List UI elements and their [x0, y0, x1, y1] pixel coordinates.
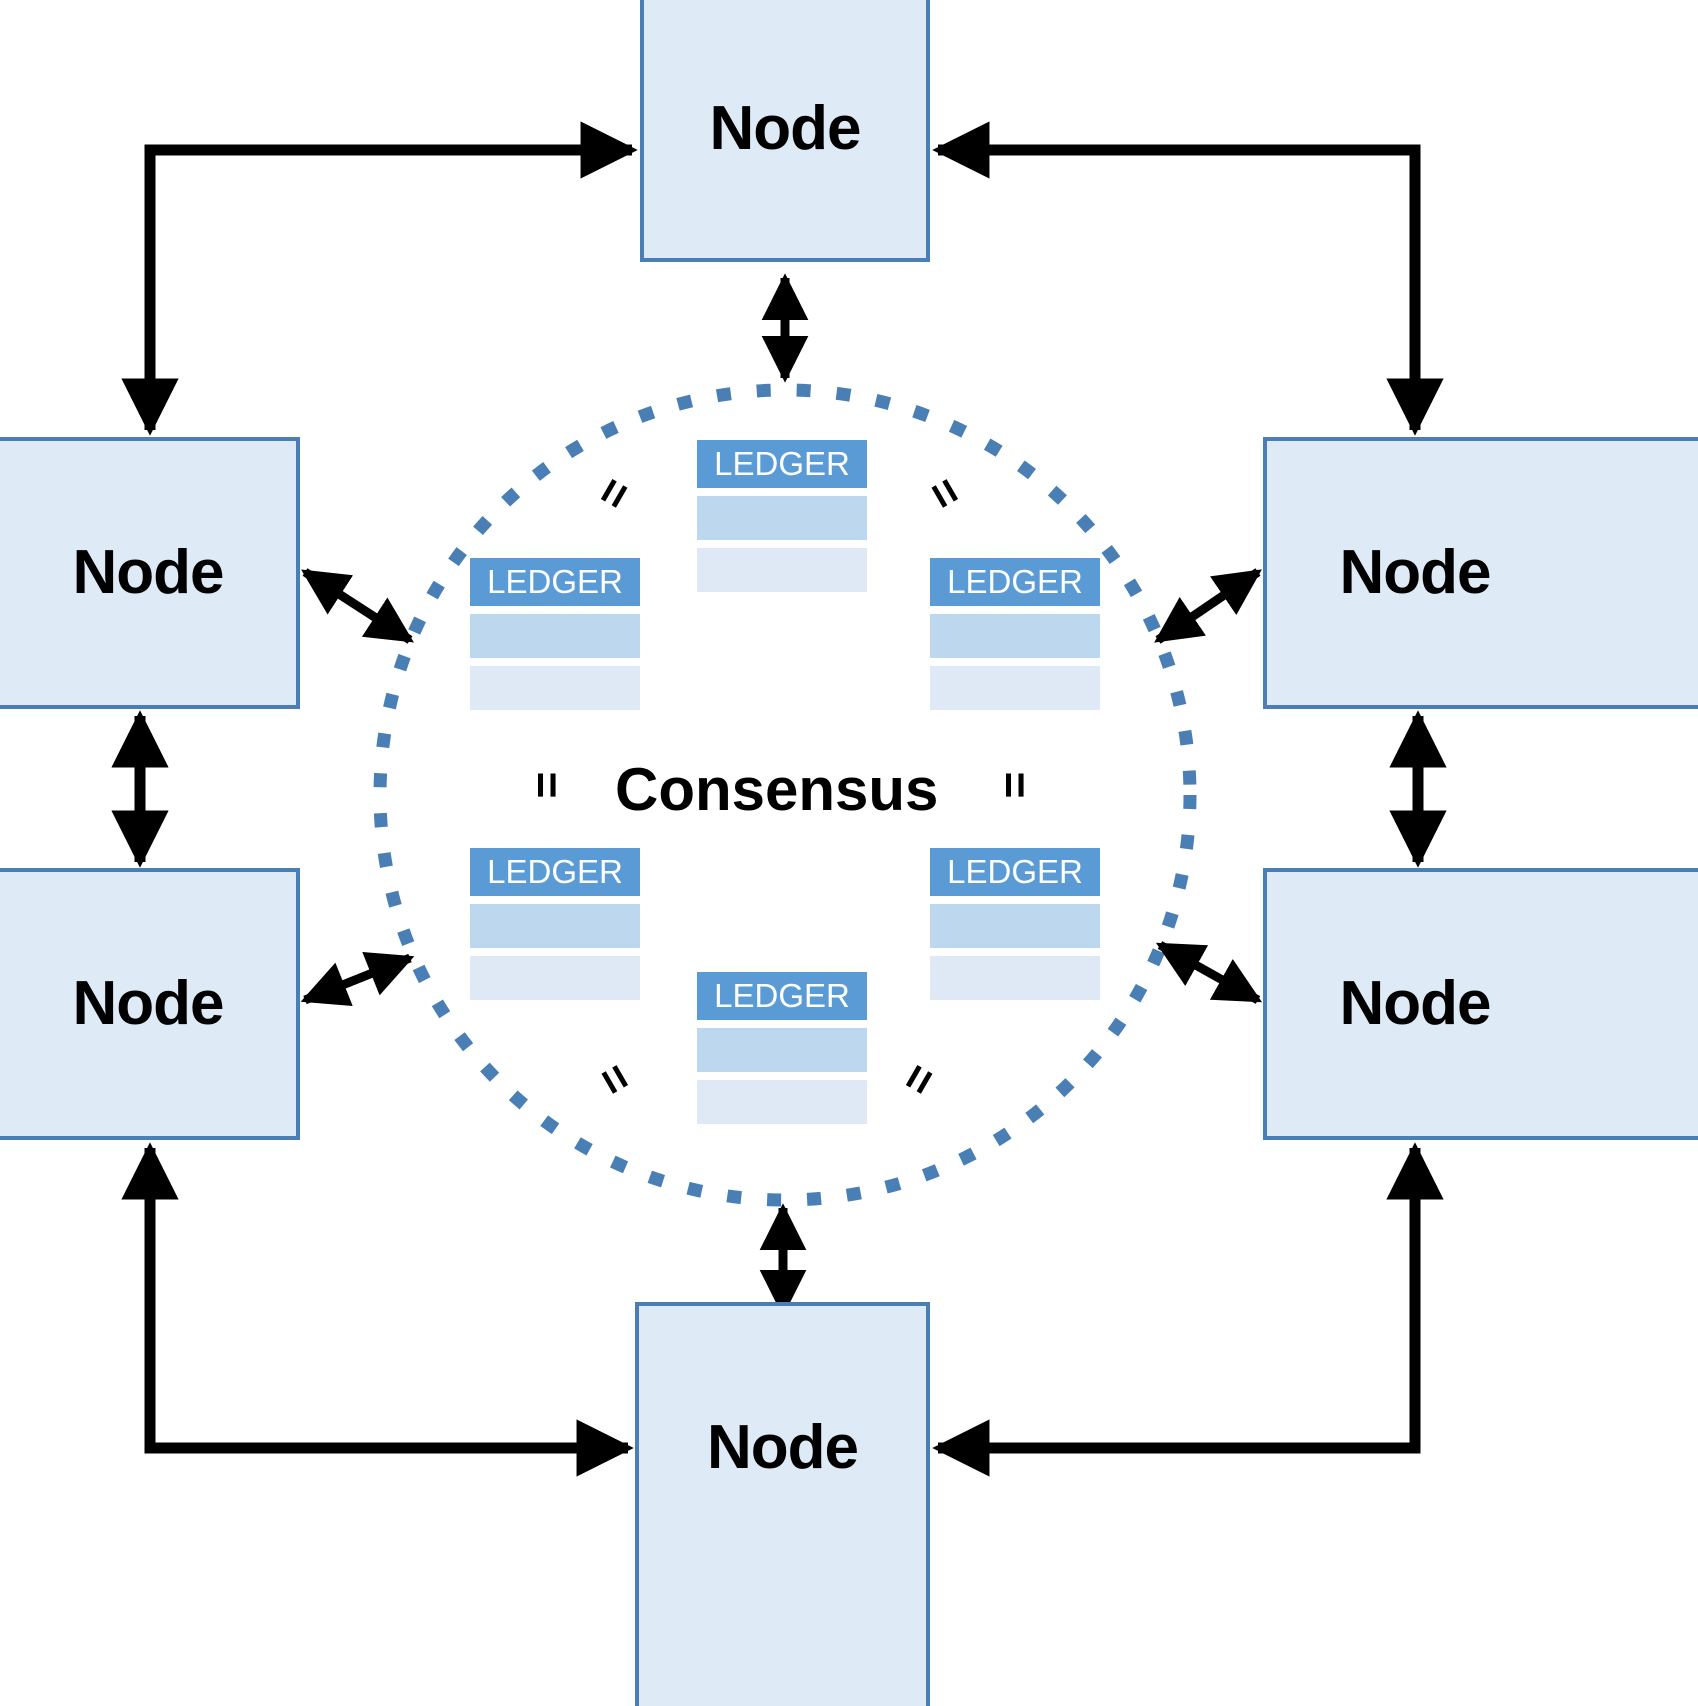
ledger-header: LEDGER [930, 848, 1100, 896]
ledger-header: LEDGER [697, 440, 867, 488]
ledger-row-mid [697, 496, 867, 540]
connector-left-lower-to-center [300, 951, 415, 1007]
equals-mark-mid-right: = [989, 771, 1042, 799]
connector-left-upper-to-top [121, 121, 638, 436]
ledger-header: LEDGER [470, 558, 640, 606]
ledger-header: LEDGER [697, 972, 867, 1020]
equals-mark-mid-left: = [521, 771, 574, 799]
ledger-row-low [930, 956, 1100, 1000]
ledger-header: LEDGER [930, 558, 1100, 606]
node-label: Node [709, 94, 862, 163]
ledger-header: LEDGER [470, 848, 640, 896]
connector-right-upper-to-top [932, 121, 1444, 436]
node-label: Node [1339, 969, 1492, 1038]
node-label: Node [72, 969, 225, 1038]
ledger-row-low [930, 666, 1100, 710]
consensus-circle [373, 383, 1197, 1207]
connector-left-lower-to-bottom [121, 1142, 634, 1477]
ledger-left-upper[interactable]: LEDGER [470, 558, 640, 710]
ledger-row-low [697, 548, 867, 592]
ledger-top[interactable]: LEDGER [697, 440, 867, 592]
ledger-row-mid [470, 614, 640, 658]
node-right-lower[interactable]: Node [1263, 868, 1698, 1140]
connector-right-upper-to-center [1154, 568, 1262, 644]
ledger-right-upper[interactable]: LEDGER [930, 558, 1100, 710]
ledger-row-mid [697, 1028, 867, 1072]
node-label: Node [707, 1413, 859, 1482]
node-left-lower[interactable]: Node [0, 868, 300, 1140]
ledger-bottom[interactable]: LEDGER [697, 972, 867, 1124]
node-label: Node [1339, 538, 1492, 607]
ledger-row-mid [930, 614, 1100, 658]
node-right-upper[interactable]: Node [1263, 437, 1698, 709]
connector-right-lower-to-center [1155, 941, 1263, 1004]
connector-left-upper-to-center [301, 568, 414, 644]
node-top[interactable]: Node [640, 0, 930, 262]
ledger-right-lower[interactable]: LEDGER [930, 848, 1100, 1000]
connector-right-lower-to-bottom [932, 1142, 1444, 1477]
ledger-left-lower[interactable]: LEDGER [470, 848, 640, 1000]
ledger-row-low [697, 1080, 867, 1124]
consensus-label: Consensus [615, 756, 939, 823]
ledger-row-low [470, 666, 640, 710]
node-bottom[interactable]: Node [635, 1302, 930, 1706]
node-left-upper[interactable]: Node [0, 437, 300, 709]
node-label: Node [72, 538, 225, 607]
ledger-row-mid [470, 904, 640, 948]
ledger-row-mid [930, 904, 1100, 948]
ledger-row-low [470, 956, 640, 1000]
